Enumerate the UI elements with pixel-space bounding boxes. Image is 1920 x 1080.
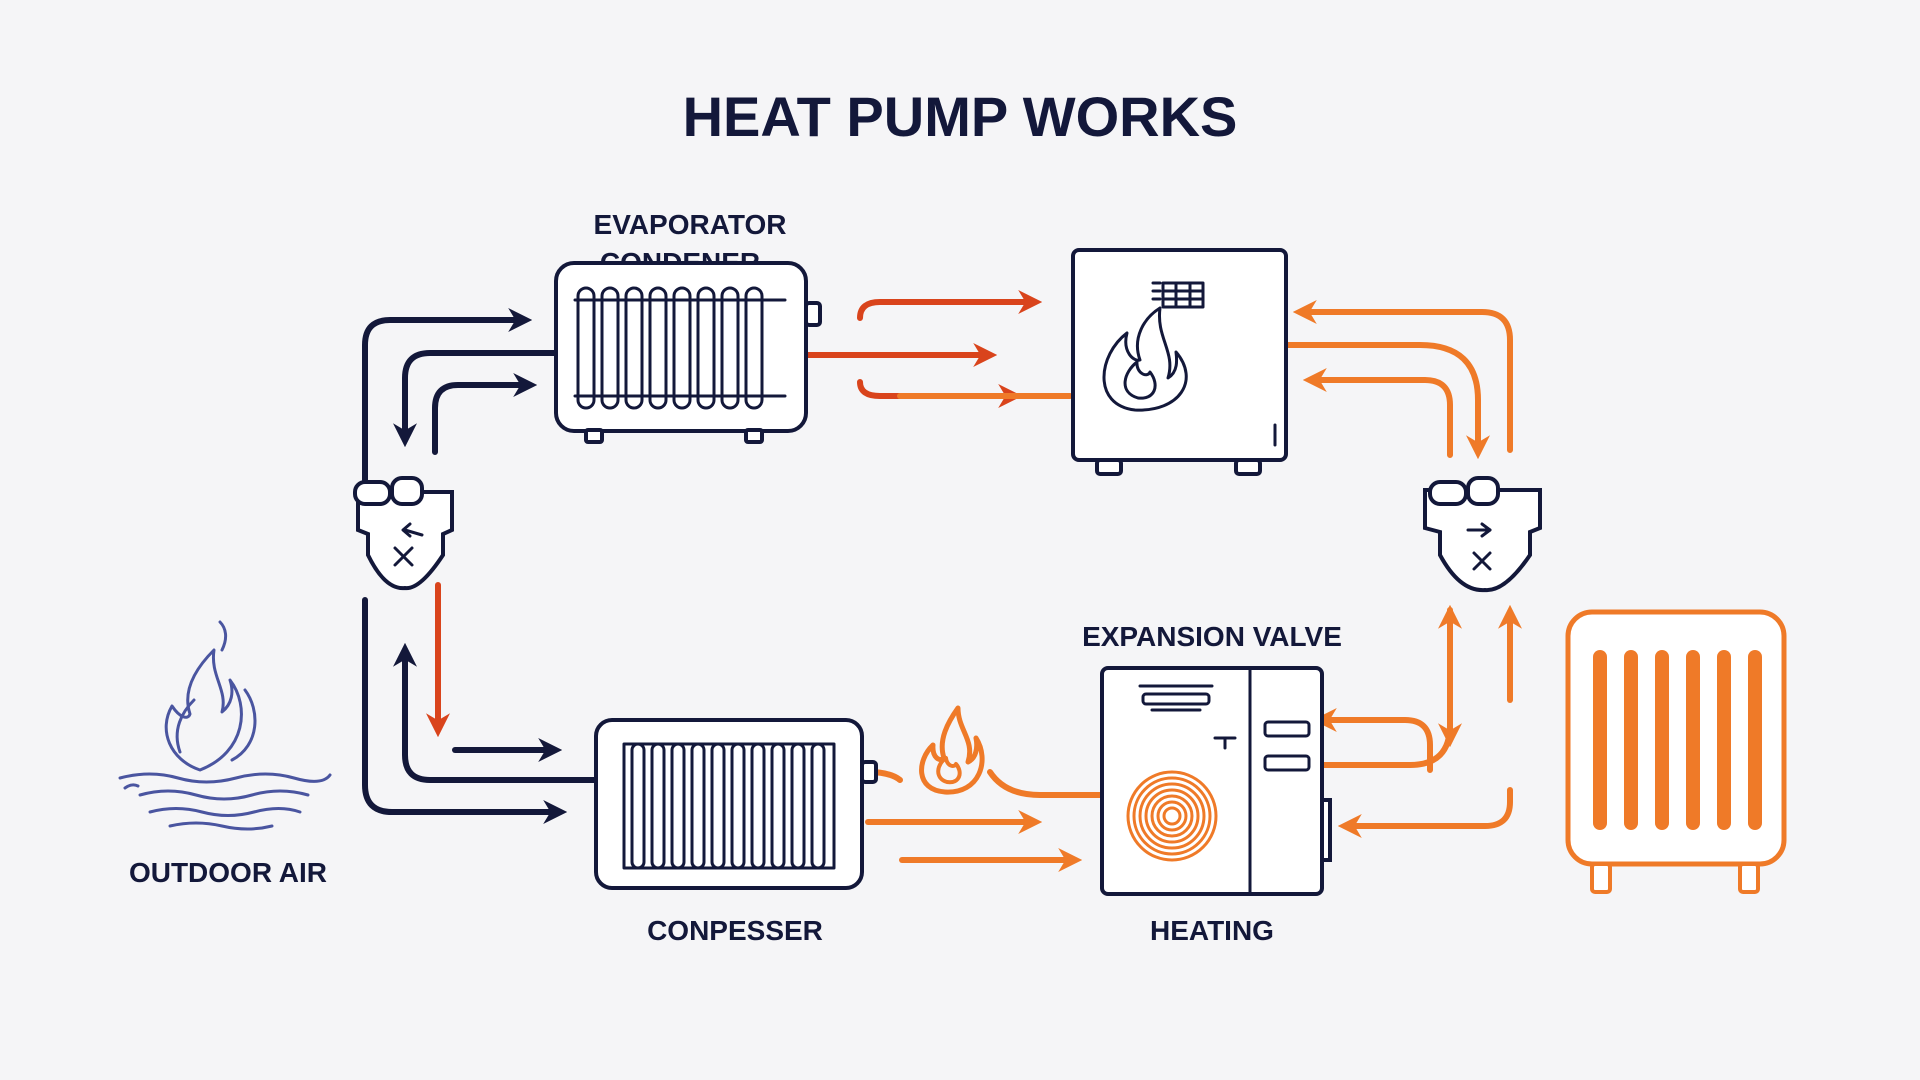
- expansion-valve-label: EXPANSION VALVE: [1082, 621, 1342, 652]
- indoor-unit-flame-icon: [1071, 248, 1288, 476]
- reversing-valve-icon: [353, 476, 454, 591]
- reversing-valve-right-icon: [1423, 476, 1542, 593]
- radiator-icon: [1565, 609, 1787, 894]
- orange-flow-lines-right: [1285, 300, 1522, 838]
- flame-icon: [919, 705, 985, 795]
- warm-flow-lines-bottom: [865, 769, 1103, 872]
- compressor-coil-icon: [594, 718, 878, 890]
- evaporator-coil-icon: [554, 261, 822, 444]
- heating-label: HEATING: [1150, 915, 1274, 946]
- outdoor-unit-fan-icon: [1100, 666, 1332, 896]
- compresser-label: CONPESSER: [647, 915, 823, 946]
- navy-flow-lines: [362, 308, 603, 824]
- evaporator-label: EVAPORATOR: [594, 209, 787, 240]
- outdoor-air-icon: [118, 620, 332, 831]
- hot-flow-lines-top: [803, 290, 1073, 408]
- outdoor-air-label: OUTDOOR AIR: [129, 857, 327, 888]
- diagram-title: HEAT PUMP WORKS: [683, 85, 1238, 148]
